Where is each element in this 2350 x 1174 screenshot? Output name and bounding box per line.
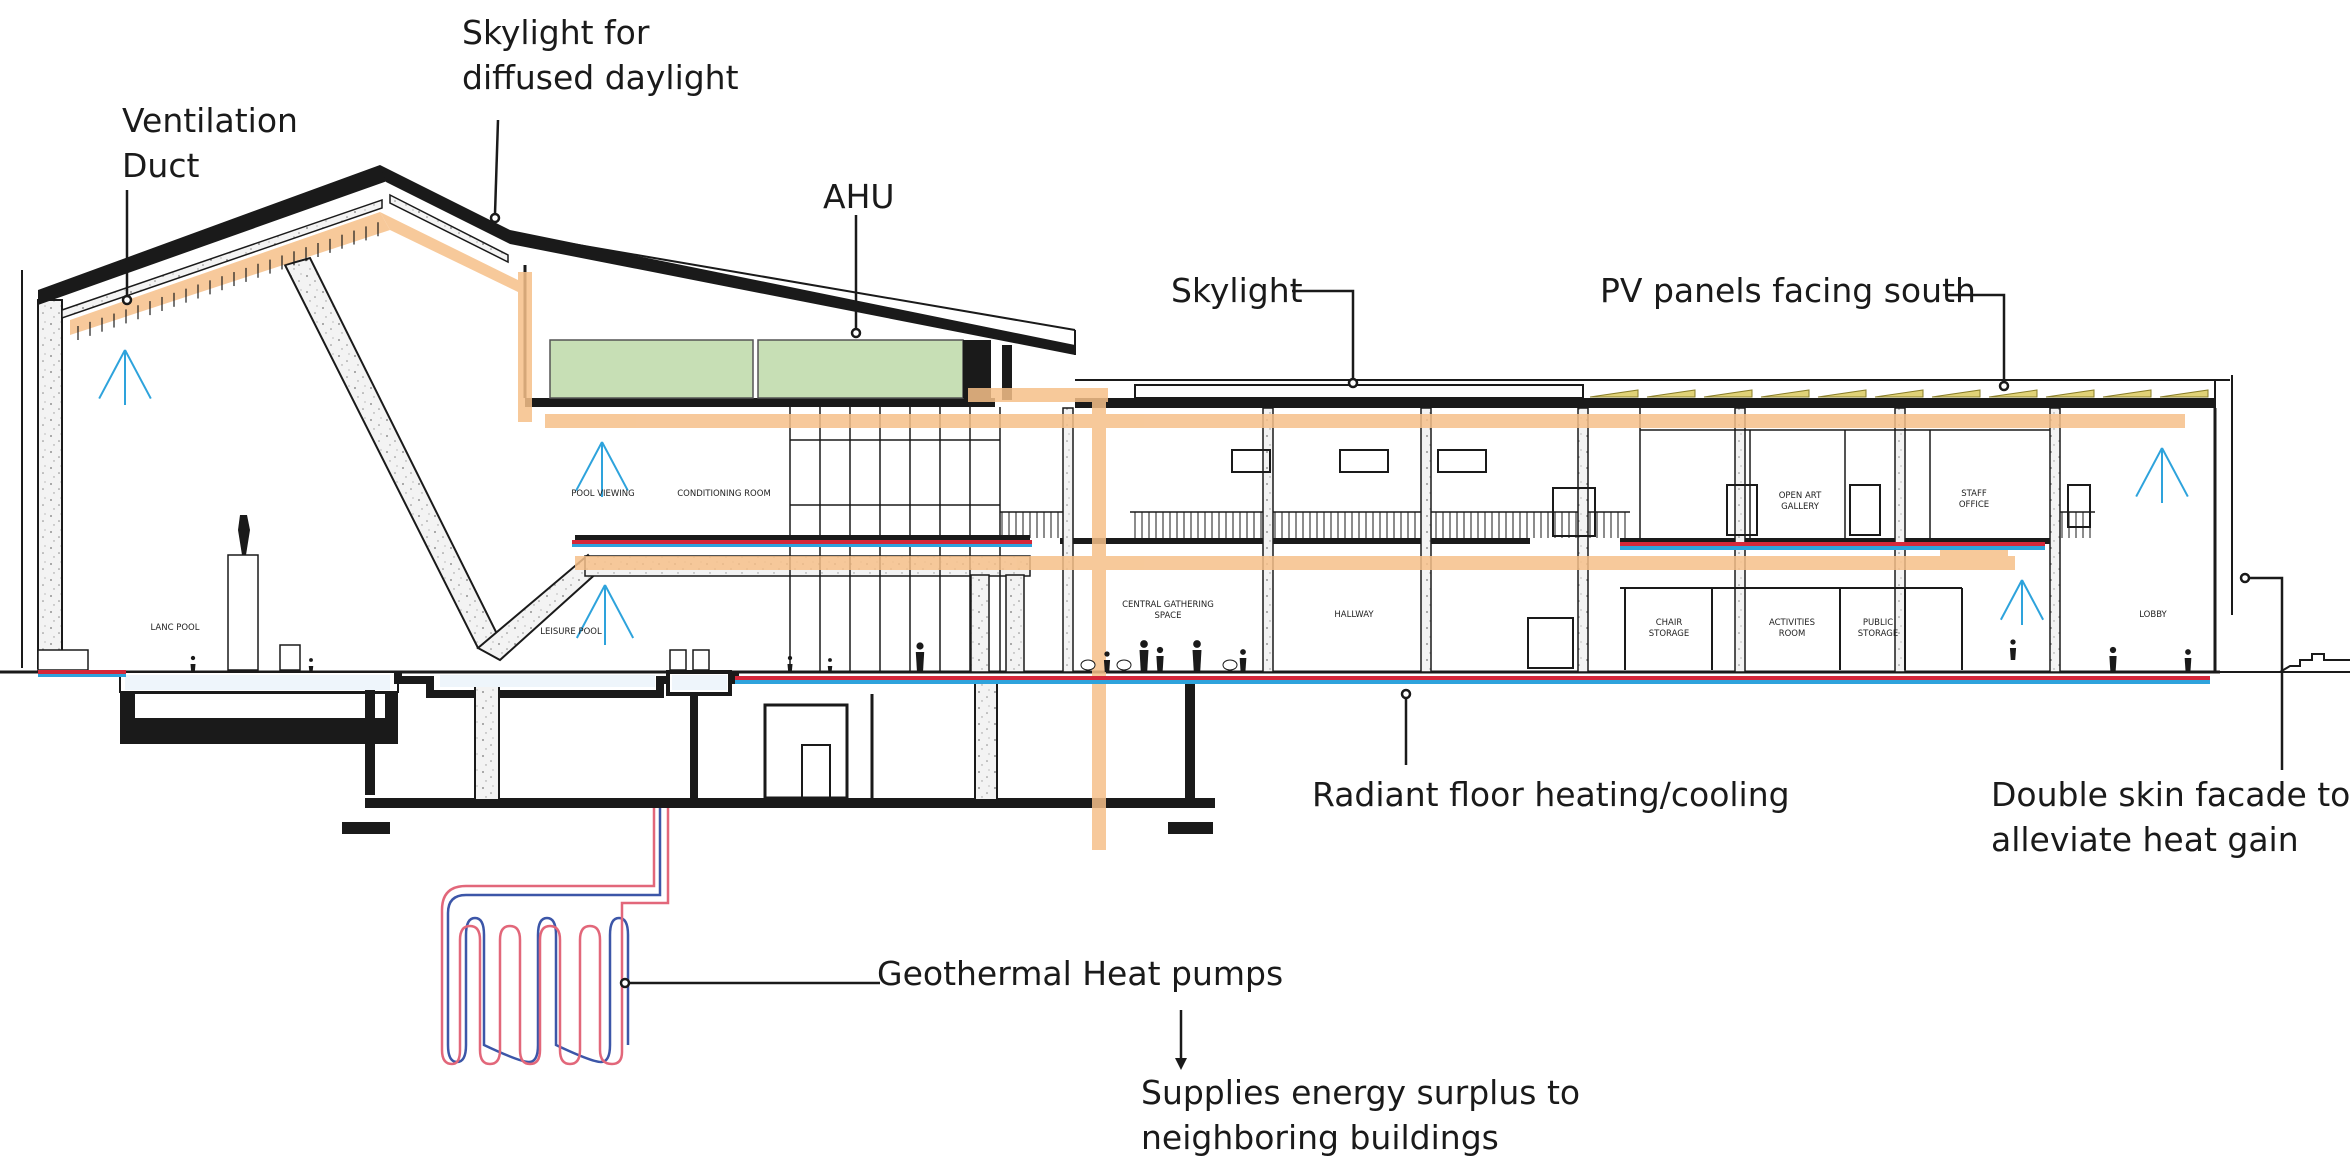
room-hallway: HALLWAY xyxy=(1334,610,1374,620)
pv-panel xyxy=(1874,389,1924,398)
ventilation-ducts xyxy=(70,212,2185,850)
pv-panel xyxy=(1646,389,1696,398)
column xyxy=(1262,407,1274,673)
room-public-storage-2: STORAGE xyxy=(1858,629,1898,639)
callout-skylight-diffused-line2: diffused daylight xyxy=(462,58,739,97)
geothermal-loops xyxy=(440,808,670,1066)
person xyxy=(190,655,196,672)
column xyxy=(1005,574,1025,673)
room-activities-2: ROOM xyxy=(1779,629,1806,639)
airflow-arrows xyxy=(98,349,2189,645)
pv-panel xyxy=(1760,389,1810,398)
room-open-art-1: OPEN ART xyxy=(1779,491,1822,501)
ahu-units xyxy=(549,339,991,399)
callout-ahu: AHU xyxy=(823,174,895,219)
room-chair-storage-2: STORAGE xyxy=(1649,629,1689,639)
room-leisure-pool: LEISURE POOL xyxy=(540,627,602,637)
person xyxy=(2184,649,2192,672)
pv-panel xyxy=(1703,389,1753,398)
room-labels: LANC POOL POOL VIEWING CONDITIONING ROOM… xyxy=(151,489,2168,639)
columns xyxy=(970,407,2061,673)
building-structure xyxy=(0,165,2350,834)
callout-energy-surplus-line1: Supplies energy surplus to xyxy=(1141,1073,1581,1112)
pv-panel xyxy=(2102,389,2152,398)
pv-panel xyxy=(2045,389,2095,398)
callout-double-skin: Double skin facade to alleviate heat gai… xyxy=(1991,772,2350,862)
person xyxy=(827,658,833,672)
room-open-art-2: GALLERY xyxy=(1781,502,1820,512)
callout-ventilation-duct-line1: Ventilation xyxy=(122,101,298,140)
person xyxy=(1103,651,1111,672)
people-silhouettes xyxy=(190,639,2192,672)
callout-double-skin-line2: alleviate heat gain xyxy=(1991,820,2299,859)
sculpture xyxy=(227,515,710,671)
room-staff-office-2: OFFICE xyxy=(1959,500,1989,510)
callout-ahu-text: AHU xyxy=(823,177,895,216)
stool xyxy=(1080,659,1096,671)
stool xyxy=(1222,659,1238,671)
room-public-storage-1: PUBLIC xyxy=(1863,618,1893,628)
column xyxy=(970,574,990,673)
callout-double-skin-line1: Double skin facade to xyxy=(1991,775,2350,814)
person xyxy=(787,655,793,672)
person xyxy=(308,658,314,672)
room-central-gathering-2: SPACE xyxy=(1155,611,1182,621)
column xyxy=(1734,407,1746,673)
pv-panel xyxy=(1817,389,1867,398)
room-lobby: LOBBY xyxy=(2139,610,2167,620)
callout-radiant-floor-text: Radiant floor heating/cooling xyxy=(1312,775,1790,814)
room-staff-office-1: STAFF xyxy=(1961,489,1987,499)
person xyxy=(1139,640,1149,672)
callout-energy-surplus: Supplies energy surplus to neighboring b… xyxy=(1141,1070,1580,1160)
column xyxy=(1894,407,1906,673)
person xyxy=(1192,640,1202,672)
callout-ventilation-duct: Ventilation Duct xyxy=(122,98,298,188)
column xyxy=(1062,407,1074,673)
person xyxy=(1239,649,1247,672)
person xyxy=(915,642,925,672)
radiant-floor-lines xyxy=(38,540,2210,684)
callout-skylight-diffused: Skylight for diffused daylight xyxy=(462,10,739,100)
duct-diffusers xyxy=(77,222,379,340)
callout-ventilation-duct-line2: Duct xyxy=(122,146,200,185)
callout-skylight-diffused-line1: Skylight for xyxy=(462,13,650,52)
callout-energy-surplus-line2: neighboring buildings xyxy=(1141,1118,1499,1157)
pv-panel xyxy=(1988,389,2038,398)
column xyxy=(1577,407,1589,673)
leader-lines xyxy=(121,119,2284,1070)
callout-geothermal-text: Geothermal Heat pumps xyxy=(877,954,1284,993)
person xyxy=(1156,646,1164,672)
railing xyxy=(1001,512,2091,538)
room-pool-viewing: POOL VIEWING xyxy=(571,489,635,499)
callout-pv-panels: PV panels facing south xyxy=(1600,268,1976,313)
callout-radiant-floor: Radiant floor heating/cooling xyxy=(1312,772,1790,817)
room-chair-storage-1: CHAIR xyxy=(1656,618,1683,628)
room-lanc-pool: LANC POOL xyxy=(151,623,200,633)
column xyxy=(2049,407,2061,673)
callout-geothermal: Geothermal Heat pumps xyxy=(877,951,1283,996)
callout-skylight-text: Skylight xyxy=(1171,271,1303,310)
pv-panels xyxy=(1589,389,2209,398)
callout-skylight: Skylight xyxy=(1171,268,1303,313)
pv-panel xyxy=(1589,389,1639,398)
room-central-gathering-1: CENTRAL GATHERING xyxy=(1122,600,1214,610)
callout-pv-panels-text: PV panels facing south xyxy=(1600,271,1976,310)
room-conditioning: CONDITIONING ROOM xyxy=(677,489,771,499)
room-activities-1: ACTIVITIES xyxy=(1769,618,1815,628)
stool xyxy=(1116,659,1132,671)
pv-panel xyxy=(2159,389,2209,398)
person xyxy=(2009,639,2017,660)
pv-panel xyxy=(1931,389,1981,398)
column xyxy=(1420,407,1432,673)
person xyxy=(2109,646,2117,672)
